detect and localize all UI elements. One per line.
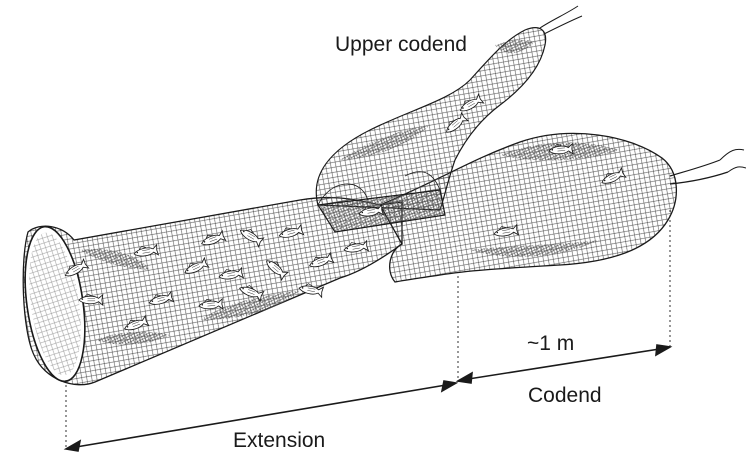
codend-length-label: ~1 m bbox=[527, 333, 574, 354]
extension-label: Extension bbox=[233, 430, 325, 451]
upper-codend-label: Upper codend bbox=[335, 34, 467, 55]
codend-label: Codend bbox=[528, 385, 602, 406]
